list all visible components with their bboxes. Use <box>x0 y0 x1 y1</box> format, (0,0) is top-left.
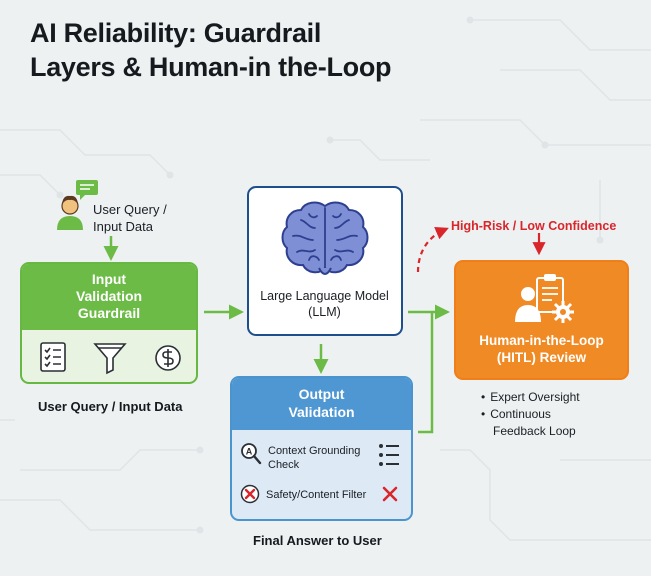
output-validation-header: Output Validation <box>232 378 411 430</box>
llm-box: Large Language Model (LLM) <box>247 186 403 336</box>
user-icon <box>57 180 98 230</box>
hitl-title-line-2: (HITL) Review <box>496 350 587 365</box>
user-label-line-2: Input Data <box>93 219 153 234</box>
hitl-bullets: Expert Oversight Continuous Feedback Loo… <box>481 389 580 440</box>
llm-label-line-2: (LLM) <box>308 305 341 319</box>
svg-text:A: A <box>246 447 253 457</box>
checklist-icon <box>40 342 66 372</box>
bullet-expert-oversight: Expert Oversight <box>481 389 579 406</box>
output-validation-box: Output Validation A Context Grounding Ch… <box>230 376 413 521</box>
hitl-review-box: Human-in-the-Loop (HITL) Review <box>454 260 629 380</box>
hitl-title: Human-in-the-Loop (HITL) Review <box>456 332 627 366</box>
hitl-title-line-1: Human-in-the-Loop <box>479 333 604 348</box>
context-check-line-1: Context Grounding <box>268 445 361 457</box>
input-guardrail-title-line-2: Validation <box>75 288 143 304</box>
input-guardrail-header: Input Validation Guardrail <box>22 264 196 330</box>
brain-icon <box>281 201 369 275</box>
funnel-icon <box>93 343 127 375</box>
input-caption: User Query / Input Data <box>38 399 183 414</box>
magnifier-icon: A <box>241 443 262 465</box>
list-icon <box>379 444 399 466</box>
input-validation-guardrail-box: Input Validation Guardrail <box>20 262 198 384</box>
llm-label-line-1: Large Language Model <box>260 289 389 303</box>
output-to-hitl-line <box>418 312 434 434</box>
x-circle-icon <box>240 484 260 504</box>
context-grounding-check: Context Grounding Check <box>268 444 360 472</box>
title-line-1: AI Reliability: Guardrail <box>30 18 322 48</box>
output-title-line-1: Output <box>298 386 345 402</box>
input-guardrail-title-line-1: Input <box>91 271 127 287</box>
gear-icon <box>552 301 574 323</box>
page-title: AI Reliability: Guardrail Layers & Human… <box>30 16 500 84</box>
llm-label: Large Language Model (LLM) <box>249 288 400 320</box>
bullet-continuation: Feedback Loop <box>493 424 576 438</box>
bullet-continuous: Continuous <box>481 406 580 423</box>
input-guardrail-icons <box>40 342 181 375</box>
user-label-line-1: User Query / <box>93 202 167 217</box>
input-guardrail-title-line-3: Guardrail <box>77 305 141 321</box>
risk-curved-arrow <box>416 227 449 273</box>
final-answer-caption: Final Answer to User <box>253 533 382 548</box>
shield-coin-icon <box>155 345 181 371</box>
risk-label: High-Risk / Low Confidence <box>451 219 617 233</box>
safety-content-filter: Safety/Content Filter <box>266 489 367 501</box>
x-icon <box>382 486 398 502</box>
context-check-line-2: Check <box>268 459 300 471</box>
chat-bubble-icon <box>76 180 98 195</box>
title-line-2: Layers & Human-in the-Loop <box>30 52 392 82</box>
output-title-line-2: Validation <box>288 404 355 420</box>
user-query-label: User Query / Input Data <box>93 201 167 235</box>
reviewer-clipboard-gear-icon <box>515 274 574 323</box>
